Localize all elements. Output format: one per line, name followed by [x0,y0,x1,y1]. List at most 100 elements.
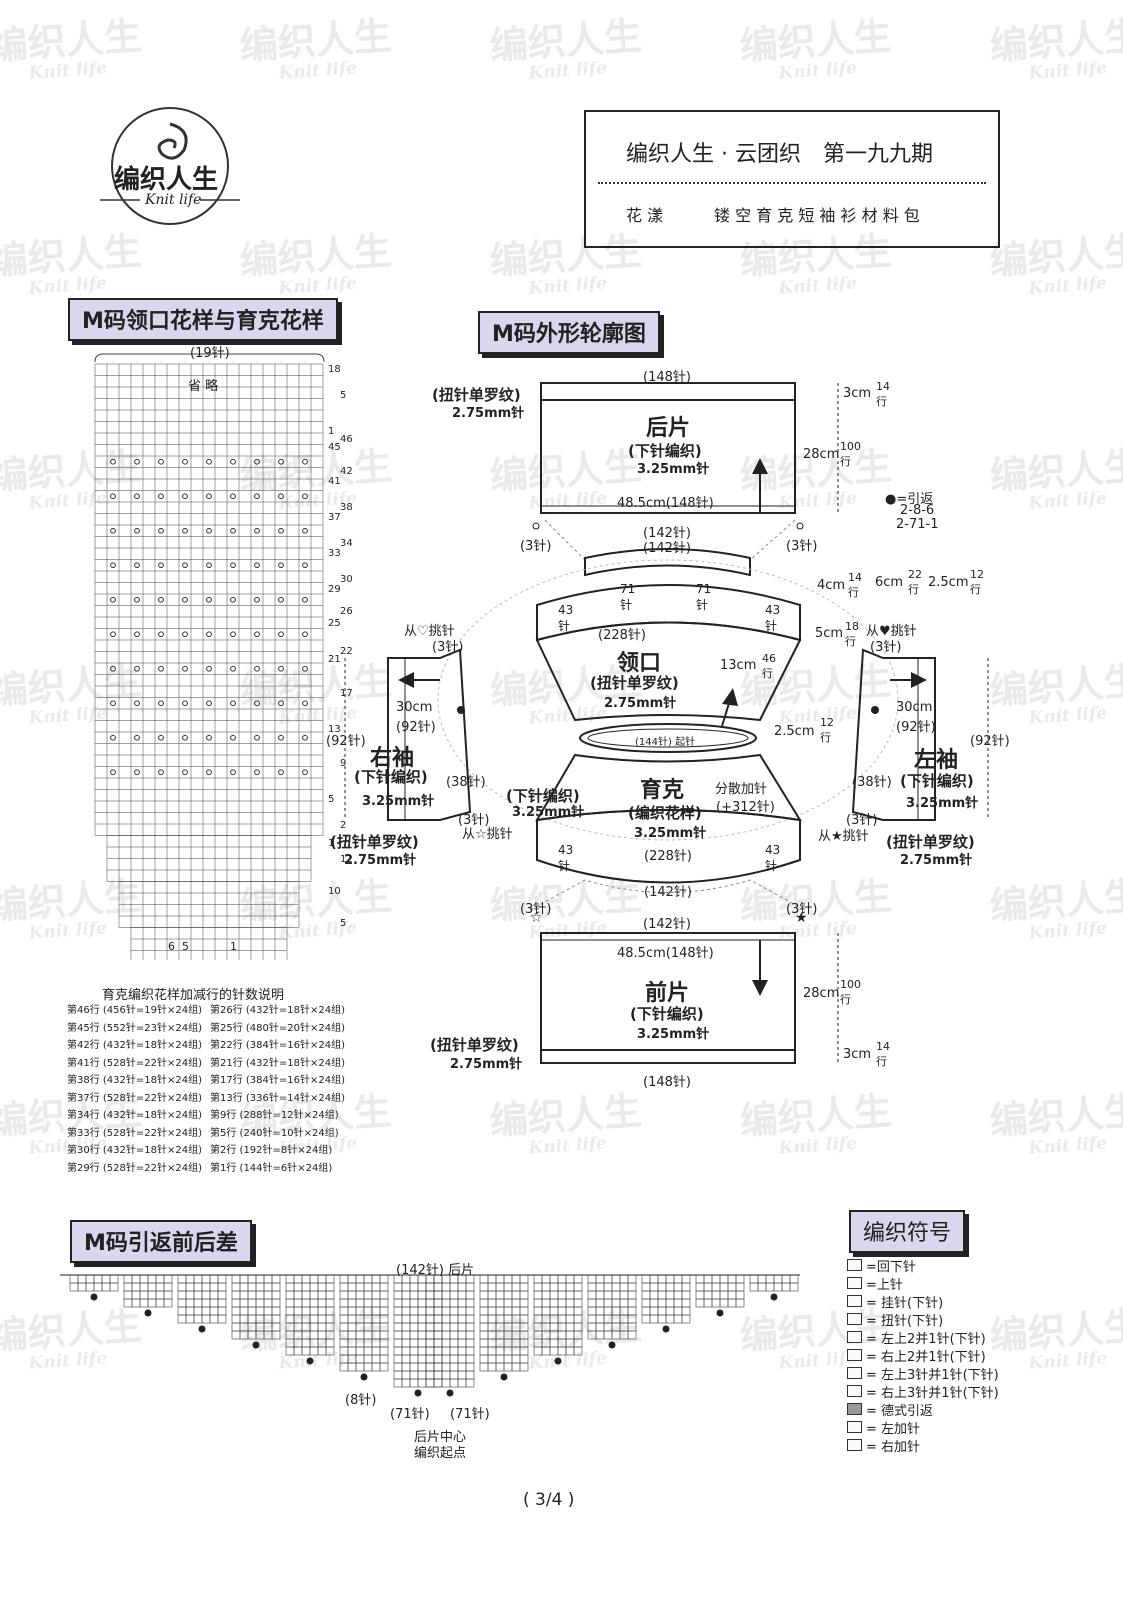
ls-name: 左袖 [914,748,959,773]
neck-row-number: 41 [328,476,341,487]
front-h1: 3cm [843,1047,872,1062]
legend-item: =回下针 [847,1256,999,1275]
back-corner-right: (3针) [786,539,818,554]
neck-43a: 43针 [558,603,574,633]
notes-row: 第5行 (240针=10针×24组) [210,1127,339,1139]
notes-row: 第9行 (288针=12针×24组) [210,1110,339,1121]
rs-w-n: (92针) [396,720,436,735]
neck-needle: 2.75mm针 [604,696,677,711]
short-row-c71b: (71针) [450,1407,490,1422]
front-h2: 28cm [803,986,840,1001]
ls-pick-top-n: (3针) [870,640,902,655]
neck-row-number: 22 [340,646,353,657]
neck-row-number: 34 [340,538,353,549]
short-row-c71a: (71针) [390,1407,430,1422]
notes-row: 第30行 (432针=18针×24组) [67,1145,202,1156]
back-h2: 28cm [803,447,840,462]
front-corner-left: (3针) [520,902,552,917]
legend-label: = 右上2并1针(下针) [866,1349,986,1365]
legend-label: = 左上2并1针(下针) [866,1331,986,1347]
back-rib: (扭针单罗纹) [432,386,521,404]
legend-symbol-icon [847,1367,862,1379]
neck-row-number: 2 [340,820,347,831]
neck-row-number: 13 [328,724,341,735]
neck-row-number: 12 [340,854,353,865]
legend-label: = 右上3针并1针(下针) [866,1385,999,1401]
legend-title: 编织符号 [849,1210,966,1253]
yoke-bottom: (142针) [644,885,692,900]
back-corner-left: (3针) [520,539,552,554]
rs-pick-top: 从♡挑针 [404,624,455,639]
front-corner-right: (3针) [786,902,818,917]
notes-row: 第34行 (432针=18针×24组) [67,1110,202,1121]
front-knit: (下针编织) [630,1005,704,1023]
legend-symbol-icon [847,1331,862,1343]
legend-label: = 德式引返 [866,1403,934,1419]
legend-item: = 左上2并1针(下针) [847,1328,999,1347]
notes-row: 第33行 (528针=22针×24组) [67,1127,202,1139]
rs-knit: (下针编织) [354,768,428,786]
neck-chart-omit: 省 略 [188,379,219,394]
neck-row-number: 5 [340,918,347,929]
back-top-count: (148针) [643,370,691,385]
legend-item: = 挂针(下针) [847,1292,999,1311]
front-bottom-count: (148针) [643,1075,691,1090]
short-row-v1: 2-8-6 [900,503,935,518]
neck-row-number: 42 [340,466,353,477]
notes-row: 第29行 (528针=22针×24组) [67,1162,202,1174]
short-row-center2: 编织起点 [414,1446,467,1461]
legend-symbol-icon [847,1421,862,1433]
header-subtitle-right: 镂 空 育 克 短 袖 衫 材 料 包 [714,206,920,225]
legend-label: = 左上3针并1针(下针) [866,1367,999,1383]
back-width: 48.5cm(148针) [617,496,714,511]
neck-row-number: 46 [340,434,353,445]
neck-43b: 43针 [765,603,781,633]
neck-col-6: 6 [168,940,175,953]
neck-71b: 71针 [696,582,712,612]
notes-row: 第21行 (432针=18针×24组) [210,1057,345,1069]
header-subtitle-left: 花 漾 [626,206,664,225]
legend-item: = 扭针(下针) [847,1310,999,1329]
notes-row: 第41行 (528针=22针×24组) [67,1057,202,1069]
notes-row: 第45行 (552针=23针×24组) [67,1022,202,1034]
neck-row-number: 45 [328,442,341,453]
legend-symbol-icon [847,1385,862,1397]
svg-text:☆: ☆ [530,910,543,926]
notes-row: 第22行 (384针=16针×24组) [210,1040,345,1051]
neck-row-number: 33 [328,548,341,559]
rs-rib: (扭针单罗纹) [330,833,419,851]
legend-item: =上针 [847,1274,999,1293]
yoke-needle: 3.25mm针 [634,826,707,841]
ls-pick-bot-n: (3针) [846,813,878,828]
neck-d25br: 12行 [820,716,834,744]
front-name: 前片 [645,981,690,1006]
ls-rib: (扭针单罗纹) [886,833,975,851]
neck-71a: 71针 [620,582,636,612]
neck-d13: 13cm [720,658,757,673]
notes-row: 第1行 (144针=6针×24组) [210,1162,333,1174]
header-box: 编织人生 · 云团织 第一九九期 花 漾 镂 空 育 克 短 袖 衫 材 料 包 [584,110,1000,248]
neck-d5r: 18行 [845,620,859,648]
yoke-43b: 43针 [765,843,781,873]
logo-sub: Knit life [145,192,202,208]
rs-pick-top-n: (3针) [432,640,464,655]
rs-pick-bot: 从☆挑针 [462,827,513,842]
legend-item: = 左加针 [847,1418,999,1437]
notes-row: 第25行 (480针=20针×24组) [210,1022,345,1034]
legend-symbol-icon [847,1349,862,1361]
legend-item: = 左上3针并1针(下针) [847,1364,999,1383]
rs-pick-bot-n: (3针) [458,813,490,828]
short-row-top: (142针) 后片 [396,1263,475,1278]
neck-row-number: 5 [328,794,335,805]
rs-name: 右袖 [370,746,415,771]
neck-row-number: 18 [328,364,341,375]
short-row-title: M码引返前后差 [70,1220,252,1263]
neck-row-number: 29 [328,584,341,595]
notes-row: 第46行 (456针=19针×24组) [67,1005,202,1016]
neck-col-5: 5 [182,940,189,953]
notes-row: 第17行 (384针=16针×24组) [210,1075,345,1086]
front-width: 48.5cm(148针) [617,946,714,961]
neck-chart-top-count: (19针) [190,346,230,361]
back-bottom-count: (142针) [643,526,691,541]
front-needle: 3.25mm针 [637,1027,710,1042]
